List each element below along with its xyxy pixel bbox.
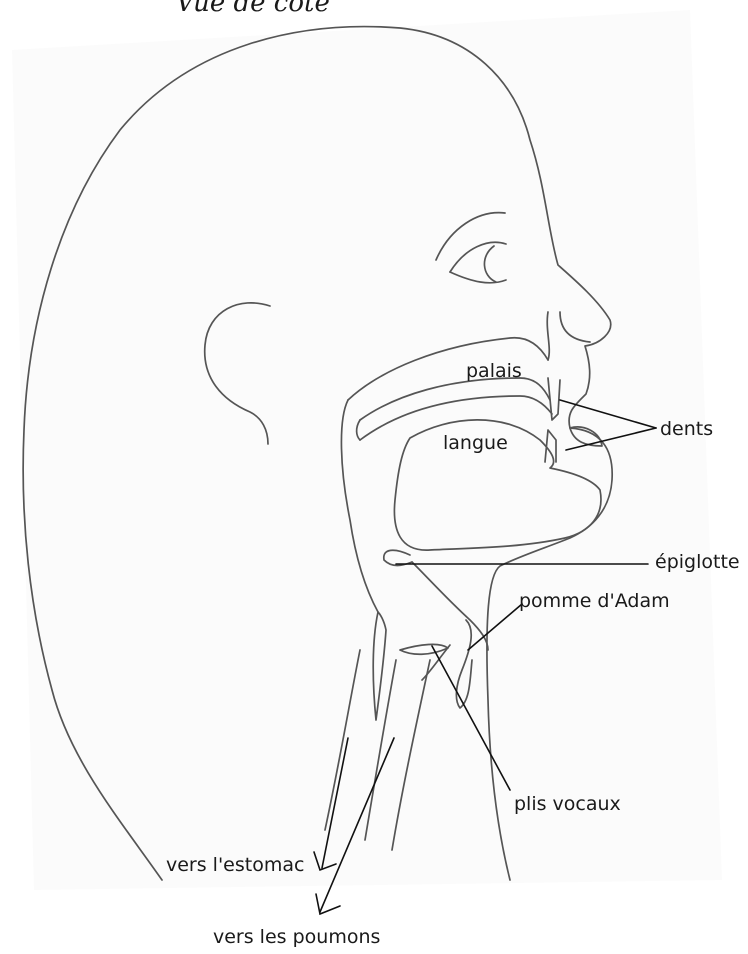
label-plis-vocaux: plis vocaux <box>514 795 621 814</box>
label-langue: langue <box>443 434 508 453</box>
diagram-title: Vue de côté <box>176 0 330 18</box>
paper-sheet <box>12 10 722 890</box>
label-epiglotte: épiglotte <box>655 553 740 572</box>
label-palais: palais <box>466 362 522 381</box>
label-vers-estomac: vers l'estomac <box>166 856 304 875</box>
arrow-poumons <box>316 894 340 914</box>
label-dents: dents <box>660 420 713 439</box>
label-vers-poumons: vers les poumons <box>213 928 380 947</box>
label-pomme-dadam: pomme d'Adam <box>519 592 670 611</box>
